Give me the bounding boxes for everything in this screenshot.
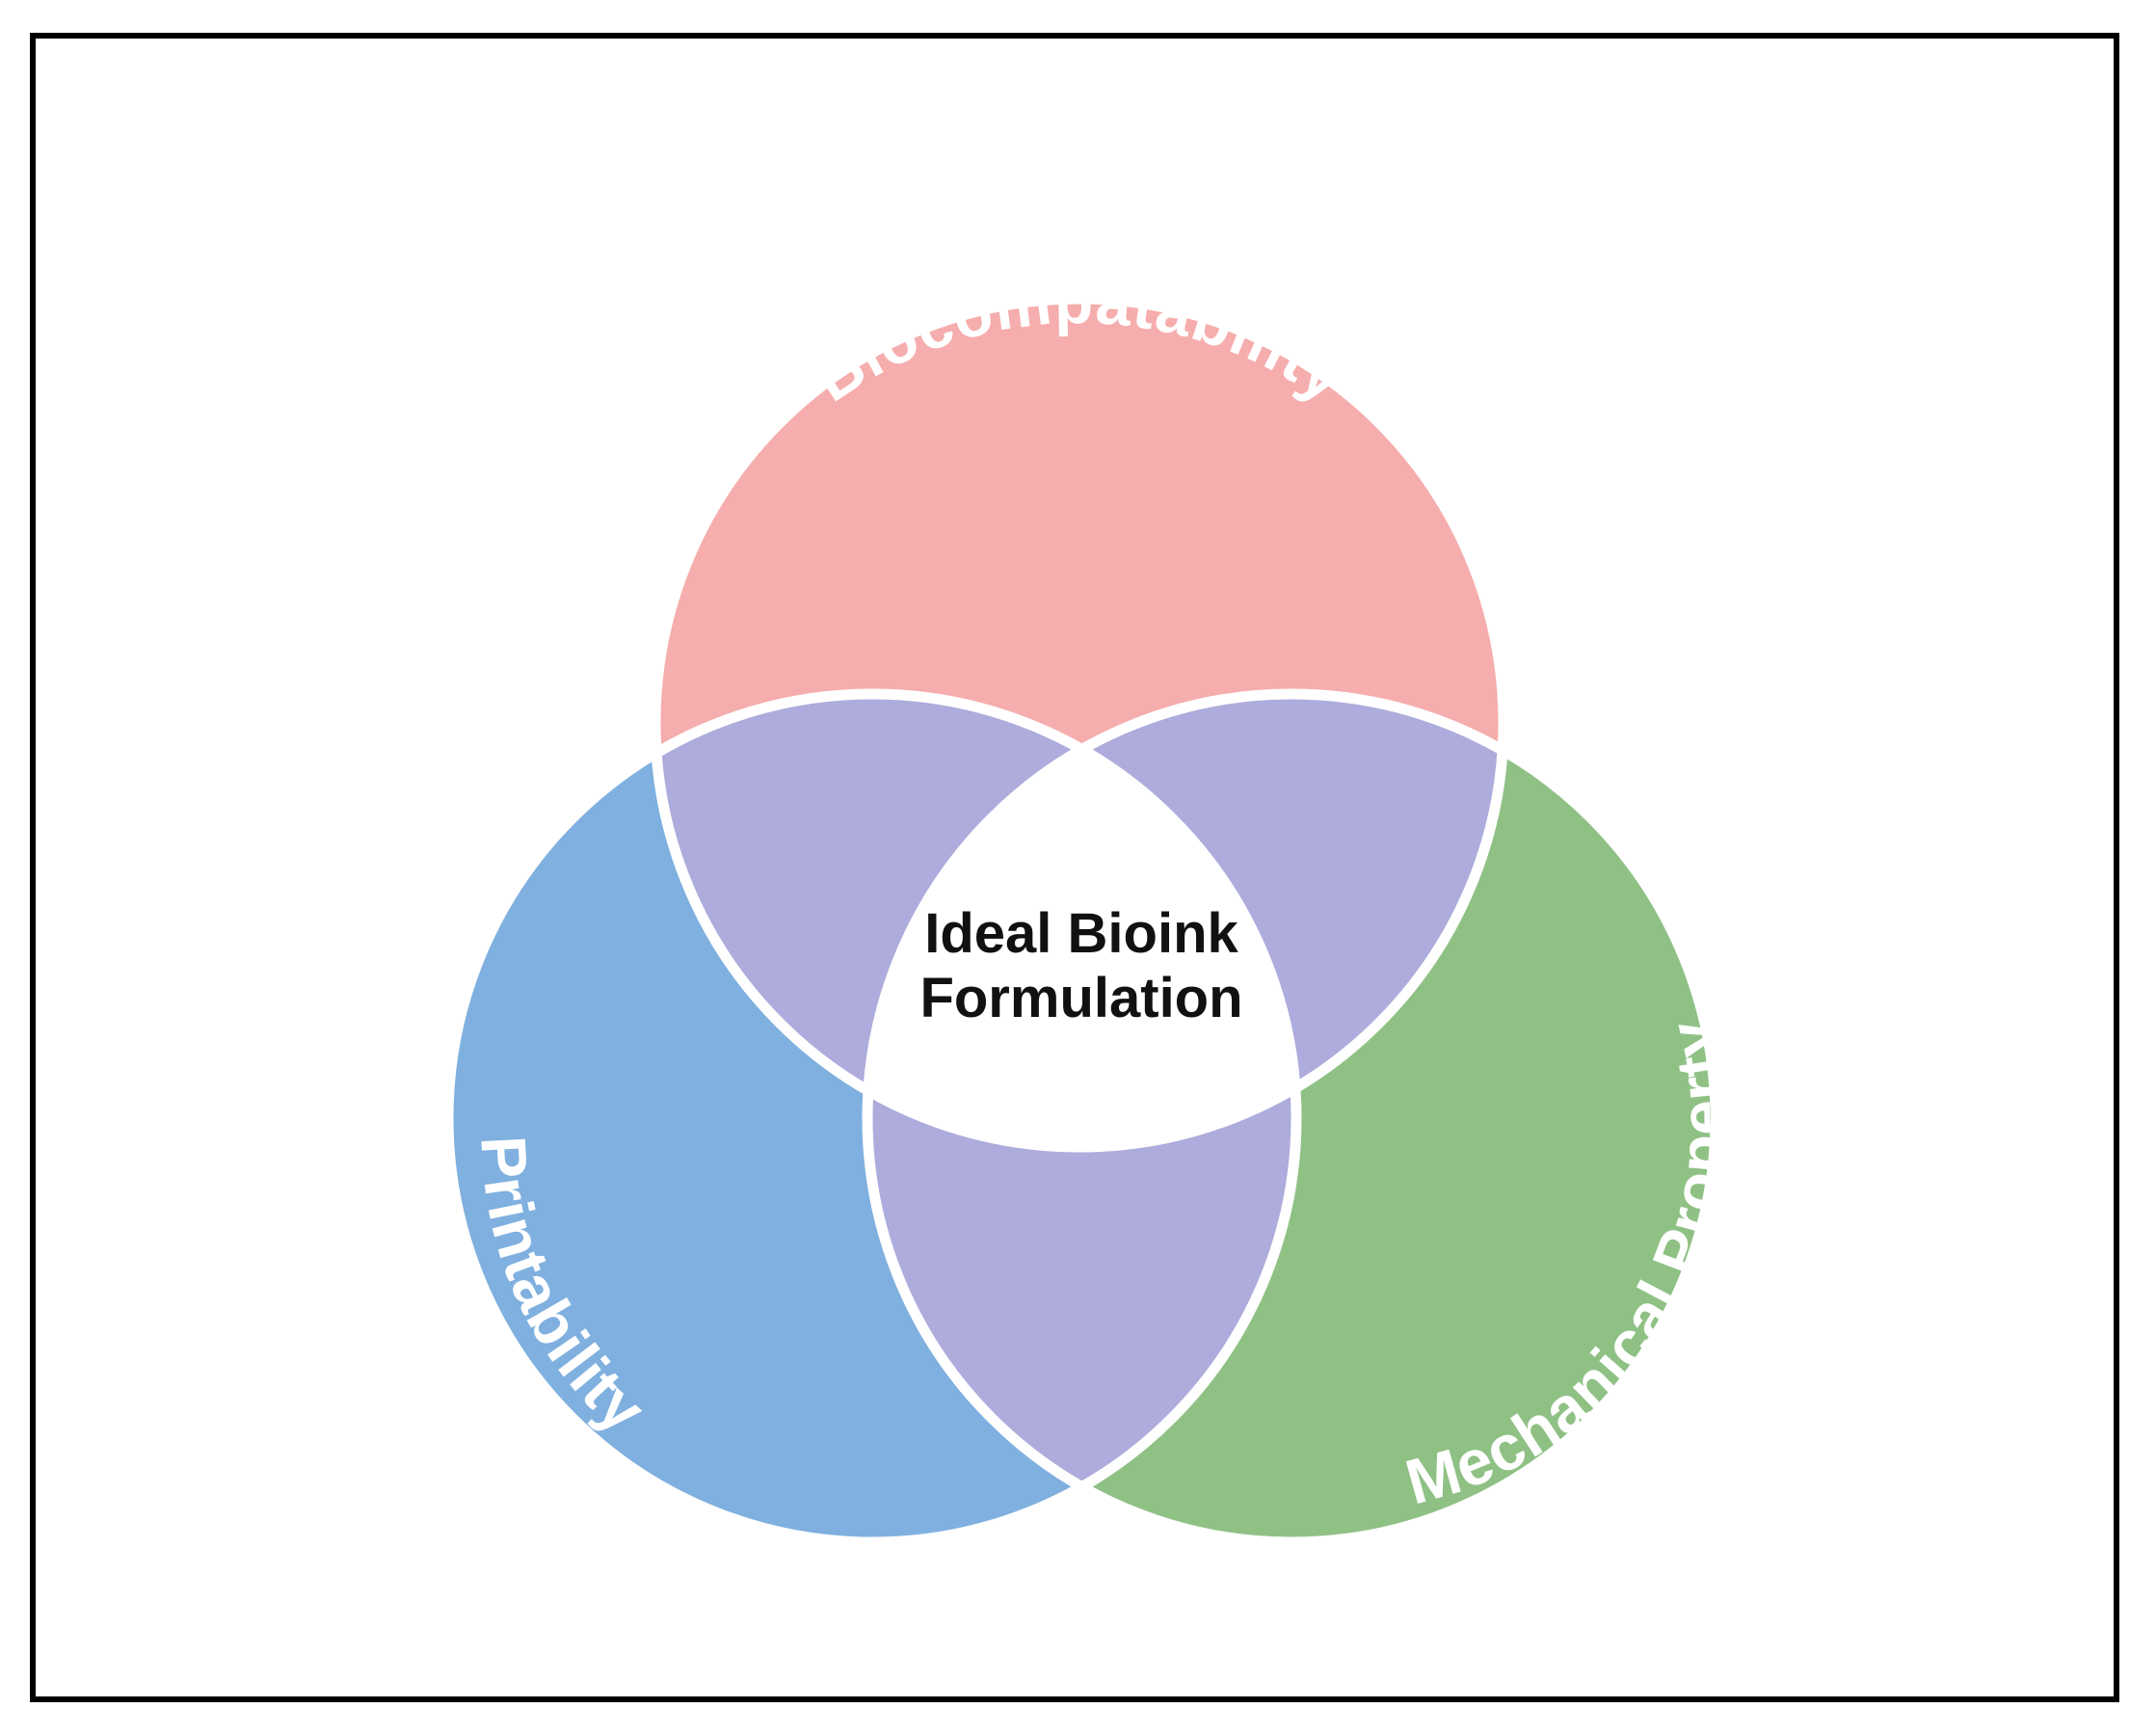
- outline-mechanical-property: [862, 688, 1721, 1548]
- center-label-line-1: Ideal Bioink: [924, 902, 1238, 965]
- outline-printability: [442, 688, 1302, 1548]
- outline-biocompatability: [650, 293, 1509, 1153]
- center-label-line-2: Formulation: [919, 967, 1242, 1029]
